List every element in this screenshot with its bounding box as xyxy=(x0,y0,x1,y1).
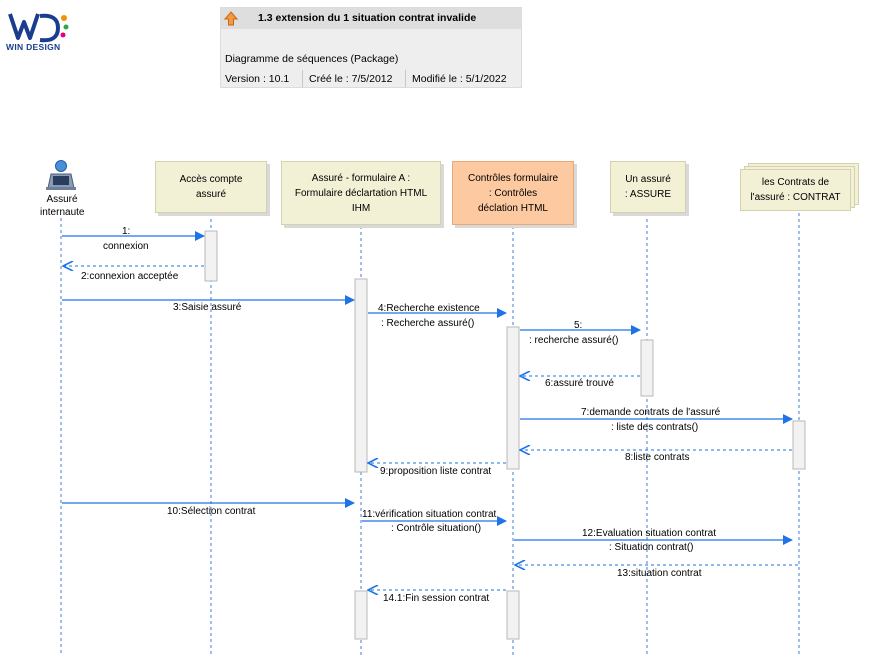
diagram-type: Diagramme de séquences (Package) xyxy=(225,53,399,65)
message-label-1-operation: connexion xyxy=(103,241,149,252)
activation-bar xyxy=(640,339,654,397)
lifeline-label-line: Assuré - formulaire A : xyxy=(311,172,411,184)
message-label-8: 8:liste contrats xyxy=(625,452,690,463)
modified-label: Modifié le : 5/1/2022 xyxy=(412,73,507,85)
windesign-logo-mark xyxy=(8,13,69,43)
message-label-11-operation: : Contrôle situation() xyxy=(391,523,482,534)
message-label-4-operation: : Recherche assuré() xyxy=(381,318,475,329)
message-label-7: 7:demande contrats de l'assuré xyxy=(581,407,721,418)
lifeline-label-line: déclation HTML xyxy=(477,202,548,214)
diagram-info-panel: 1.3 extension du 1 situation contrat inv… xyxy=(220,7,522,88)
message-label-13: 13:situation contrat xyxy=(617,568,702,579)
lifeline-label-line: assuré xyxy=(195,189,226,200)
lifeline-label-line: les Contrats de xyxy=(761,177,830,188)
message-label-4: 4:Recherche existence xyxy=(378,303,480,314)
actor-icon xyxy=(46,160,76,190)
meta-row: Version : 10.1 Créé le : 7/5/2012 Modifi… xyxy=(221,70,521,87)
divider xyxy=(405,70,406,87)
lifeline-label-line: Un assuré xyxy=(625,174,671,185)
activation-bar xyxy=(354,278,368,473)
message-label-3: 3:Saisie assuré xyxy=(173,302,242,313)
message-label-2: 2:connexion acceptée xyxy=(81,271,179,282)
message-label-12: 12:Evaluation situation contrat xyxy=(582,528,716,539)
created-label: Créé le : 7/5/2012 xyxy=(309,73,393,85)
message-label-10: 10:Sélection contrat xyxy=(167,506,256,517)
brand-name: WIN DESIGN xyxy=(6,42,61,52)
activation-bar xyxy=(354,590,368,640)
actor-label-line: internaute xyxy=(40,207,85,218)
actor-label: Assuré internaute xyxy=(40,193,84,219)
lifeline-label-line: IHM xyxy=(351,202,371,214)
lifeline-box-contrats[interactable]: les Contrats de l'assuré : CONTRAT xyxy=(740,169,851,211)
activation-bar xyxy=(792,420,806,470)
divider xyxy=(302,70,303,87)
activation-bar xyxy=(204,230,218,282)
lifeline-box-formulaire[interactable]: Assuré - formulaire A : Formulaire décla… xyxy=(281,161,441,225)
message-label-7-operation: : liste des contrats() xyxy=(611,422,699,433)
lifeline-label-line: Formulaire déclartation HTML xyxy=(294,187,428,199)
message-label-12-operation: : Situation contrat() xyxy=(609,542,694,553)
activation-bar xyxy=(506,326,520,470)
message-label-1: 1: xyxy=(122,226,131,237)
lifeline-label-line: : Contrôles xyxy=(488,187,538,199)
windesign-logo xyxy=(6,8,70,64)
lifeline-label-line: : ASSURE xyxy=(624,189,672,200)
lifeline-label-line: Contrôles formulaire xyxy=(467,172,559,184)
message-label-6: 6:assuré trouvé xyxy=(545,378,614,389)
lifeline-box-acces-compte[interactable]: Accès compte assuré xyxy=(155,161,267,213)
parent-up-icon[interactable] xyxy=(224,11,238,26)
lifeline-label-line: l'assuré : CONTRAT xyxy=(750,192,841,203)
lifeline-box-controles[interactable]: Contrôles formulaire : Contrôles déclati… xyxy=(452,161,574,225)
activation-bar xyxy=(506,590,520,640)
message-label-11: 11:vérification situation contrat xyxy=(362,509,497,520)
message-label-5-operation: : recherche assuré() xyxy=(529,335,619,346)
message-label-5: 5: xyxy=(574,320,583,331)
diagram-title: 1.3 extension du 1 situation contrat inv… xyxy=(258,12,477,24)
lifeline-box-assure[interactable]: Un assuré : ASSURE xyxy=(610,161,686,213)
message-label-9: 9:proposition liste contrat xyxy=(380,466,492,477)
actor-label-line: Assuré xyxy=(46,194,78,205)
version-label: Version : 10.1 xyxy=(225,73,290,85)
title-bar: 1.3 extension du 1 situation contrat inv… xyxy=(221,8,521,29)
message-label-14: 14.1:Fin session contrat xyxy=(383,593,490,604)
lifeline-label-line: Accès compte xyxy=(179,174,243,185)
